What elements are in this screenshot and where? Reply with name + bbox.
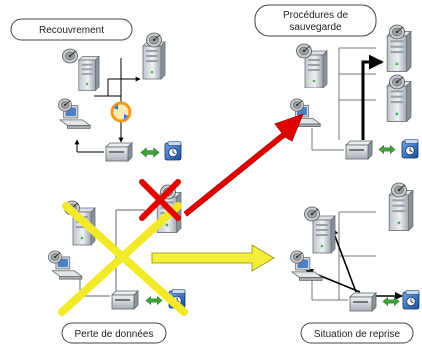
server-icon bbox=[78, 55, 100, 91]
quadrant-recovery-situation: Situation de reprise bbox=[290, 182, 420, 344]
disk-icon bbox=[290, 98, 304, 112]
disk-icon bbox=[304, 206, 320, 222]
arrow-to-recovery-situation bbox=[151, 244, 275, 272]
arrow-to-backup bbox=[183, 113, 304, 217]
storage-unit-icon bbox=[349, 292, 377, 312]
backup-application-icon bbox=[401, 139, 419, 159]
disk-icon bbox=[290, 250, 304, 264]
disk-icon bbox=[146, 32, 162, 48]
backup-application-icon bbox=[402, 290, 420, 310]
label-recovery-situation: Situation de reprise bbox=[300, 322, 414, 344]
quadrant-recovery: Recouvrement bbox=[10, 18, 182, 162]
label-backup: Procédures de sauvegarde bbox=[254, 4, 377, 37]
backup-application-icon bbox=[164, 141, 182, 161]
bidirectional-arrow-icon bbox=[382, 297, 400, 306]
disk-icon bbox=[389, 24, 405, 40]
label-data-loss: Perte de données bbox=[61, 322, 167, 344]
failure-cross-red bbox=[139, 179, 181, 221]
connection-lines bbox=[74, 58, 141, 153]
quadrant-backup: Procédures de sauvegarde bbox=[254, 4, 419, 160]
storage-unit-icon bbox=[345, 140, 373, 160]
bidirectional-arrow-icon bbox=[378, 145, 396, 154]
disk-icon bbox=[62, 48, 78, 64]
failure-cross-yellow bbox=[58, 202, 188, 316]
disk-icon bbox=[391, 182, 407, 198]
server-icon bbox=[312, 215, 336, 254]
storage-unit-icon bbox=[111, 290, 139, 310]
quadrant-data-loss: Perte de données bbox=[48, 179, 188, 344]
svg-text:Procédures de: Procédures de bbox=[283, 10, 348, 21]
label-recovery: Recouvrement bbox=[10, 18, 133, 41]
server-icon bbox=[142, 41, 166, 80]
disk-icon bbox=[389, 74, 405, 90]
svg-text:Perte de données: Perte de données bbox=[75, 329, 154, 340]
connection-lines bbox=[311, 47, 384, 151]
svg-text:Recouvrement: Recouvrement bbox=[39, 25, 104, 36]
disk-icon bbox=[48, 250, 62, 264]
svg-text:sauvegarde: sauvegarde bbox=[289, 22, 342, 33]
sync-icon bbox=[110, 101, 132, 123]
disk-icon bbox=[58, 98, 72, 112]
svg-text:Situation de reprise: Situation de reprise bbox=[314, 329, 401, 340]
disk-icon bbox=[296, 43, 312, 59]
bidirectional-arrow-icon bbox=[145, 296, 163, 305]
bidirectional-arrow-icon bbox=[140, 147, 160, 158]
storage-unit-icon bbox=[105, 142, 133, 162]
